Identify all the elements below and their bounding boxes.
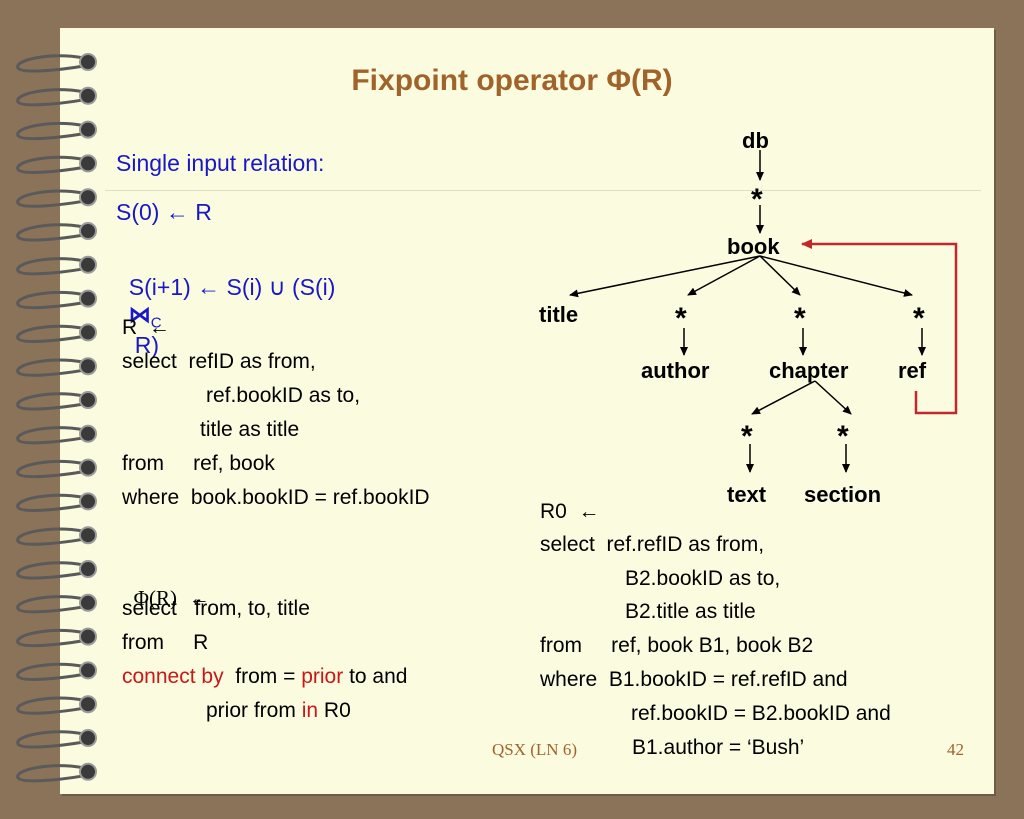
- binding-hole: [79, 729, 97, 747]
- phi-assign: Φ(R) ←: [133, 586, 210, 610]
- binding-ring: [16, 257, 85, 276]
- code-line: select refID as from,: [122, 350, 316, 373]
- binding-hole: [79, 627, 97, 646]
- binding-ring: [16, 561, 85, 580]
- binding-hole: [79, 289, 97, 308]
- binding-ring: [16, 595, 85, 614]
- code-line: B1.author = ‘Bush’: [632, 736, 805, 759]
- binding-ring: [16, 54, 85, 73]
- r-assign: R ←: [122, 316, 170, 339]
- r0-assign: R0 ←: [540, 500, 600, 523]
- node-ref: ref: [898, 358, 927, 383]
- binding-hole: [79, 560, 97, 578]
- binding-hole: [79, 323, 97, 342]
- binding-hole: [79, 357, 97, 376]
- binding-ring: [16, 629, 85, 648]
- binding-ring: [16, 662, 85, 681]
- binding-hole: [79, 424, 97, 443]
- edge-chapter-section: [814, 380, 852, 415]
- edge-book-author: [687, 255, 761, 296]
- binding-ring: [16, 223, 85, 242]
- equation-base: S(0) ← R: [116, 199, 212, 225]
- node-book: book: [727, 234, 780, 259]
- binding-ring: [16, 155, 85, 174]
- binding-hole: [79, 593, 97, 612]
- binding-ring: [16, 426, 85, 445]
- binding-ring: [16, 88, 85, 107]
- node-text: text: [727, 482, 767, 507]
- node-section: section: [804, 482, 882, 507]
- star-mark: *: [675, 302, 687, 335]
- binding-ring: [16, 392, 85, 411]
- binding-ring: [16, 324, 85, 343]
- code-line: title as title: [200, 418, 300, 441]
- edge-book-title: [569, 255, 761, 298]
- binding-ring: [16, 696, 85, 715]
- binding-hole: [79, 762, 97, 781]
- star-mark: *: [741, 420, 753, 453]
- slide-title: Fixpoint operator Φ(R): [351, 64, 673, 97]
- spiral-binding: [16, 53, 97, 783]
- footer-page-number: 42: [947, 740, 964, 759]
- node-title: title: [539, 302, 579, 327]
- code-line: from R: [122, 631, 209, 654]
- binding-ring: [16, 493, 85, 512]
- binding-hole: [79, 391, 97, 409]
- binding-ring: [16, 122, 85, 141]
- binding-ring: [16, 730, 85, 749]
- code-line: from ref, book B1, book B2: [540, 634, 814, 657]
- binding-ring: [16, 291, 85, 310]
- star-mark: *: [794, 302, 806, 335]
- connect-line: connect by from = prior to and: [122, 665, 408, 688]
- binding-hole: [79, 695, 97, 714]
- footer-course: QSX (LN 6): [492, 740, 577, 759]
- code-line: where B1.bookID = ref.refID and: [540, 668, 848, 691]
- binding-hole: [79, 86, 97, 105]
- binding-hole: [79, 53, 97, 71]
- binding-ring: [16, 189, 85, 208]
- binding-hole: [79, 154, 97, 173]
- code-line: ref.bookID = B2.bookID and: [631, 702, 891, 725]
- code-line: select ref.refID as from,: [540, 533, 765, 556]
- edge-chapter-text: [751, 380, 816, 415]
- star-mark: *: [837, 420, 849, 453]
- binding-ring: [16, 527, 85, 546]
- binding-ring: [16, 764, 85, 783]
- code-line: select from, to, title: [122, 597, 310, 620]
- divider: [105, 190, 981, 191]
- ref-back-arrow: [801, 239, 958, 415]
- code-line: where book.bookID = ref.bookID: [122, 486, 430, 509]
- star-mark: *: [913, 302, 925, 335]
- code-line: B2.title as title: [625, 600, 756, 623]
- binding-hole: [79, 661, 97, 680]
- binding-hole: [79, 492, 97, 511]
- code-line: from ref, book: [122, 452, 275, 475]
- binding-hole: [79, 458, 97, 477]
- code-line: B2.bookID as to,: [625, 567, 781, 590]
- prior-line: prior from in R0: [206, 699, 351, 722]
- node-chapter: chapter: [769, 358, 849, 383]
- edge-book-chapter: [759, 255, 801, 296]
- join-symbol: ⋈: [128, 302, 151, 327]
- equation-step: S(i+1) ← S(i) ∪ (S(i) ⋈C R): [128, 274, 336, 358]
- binding-hole: [79, 222, 97, 240]
- binding-ring: [16, 358, 85, 377]
- binding-hole: [79, 188, 97, 207]
- star-mark: *: [751, 183, 763, 216]
- binding-hole: [79, 255, 97, 274]
- node-db: db: [742, 128, 769, 153]
- code-line: ref.bookID as to,: [206, 384, 361, 407]
- heading: Single input relation:: [116, 150, 325, 176]
- node-author: author: [641, 358, 710, 383]
- slide-page: [60, 28, 994, 794]
- edge-book-ref: [759, 255, 913, 297]
- binding-ring: [16, 460, 85, 479]
- binding-hole: [79, 526, 97, 545]
- binding-hole: [79, 120, 97, 139]
